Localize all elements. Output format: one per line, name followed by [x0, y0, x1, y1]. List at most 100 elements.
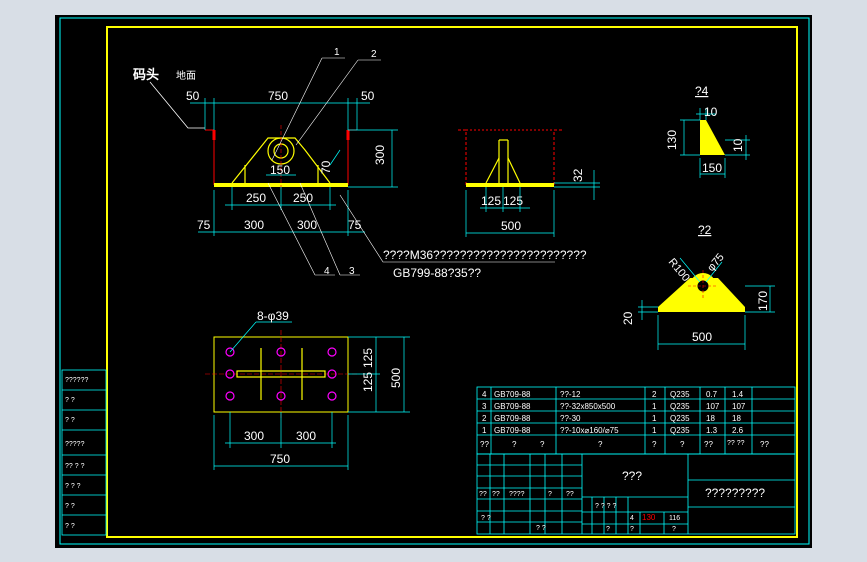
left-strip-text-5: ?? ? ?: [65, 463, 85, 470]
tb-small-4: ?: [672, 526, 676, 533]
bom-cell: 18: [732, 414, 741, 423]
left-strip-text-2: ? ?: [65, 397, 75, 404]
bom-table: [476, 386, 796, 455]
bom-cell: Q235: [670, 414, 690, 423]
scale-cell-3: 116: [669, 515, 680, 522]
bom-cell: 2.6: [732, 426, 744, 435]
bom-cell: GB709-88: [494, 402, 531, 411]
dim-height: 300: [373, 145, 387, 165]
callout-leaders: [267, 57, 555, 276]
bom-header-cell: ?? ??: [727, 440, 745, 447]
bom-cell: GB709-88: [494, 414, 531, 423]
side-lug: [485, 139, 521, 184]
plan-dim-r1: 125: [361, 348, 375, 368]
detail2-dim-base: 500: [692, 330, 712, 344]
bom-cell: Q235: [670, 426, 690, 435]
detail2-dim-left: 20: [621, 311, 635, 325]
outer-frame: [59, 17, 810, 545]
bom-cell: 4: [482, 390, 487, 399]
callout-2: 2: [371, 49, 377, 60]
bom-cell: ??-12: [560, 390, 581, 399]
bom-cell: 2: [482, 414, 487, 423]
plan-dim-b1: 300: [244, 429, 264, 443]
callout-4: 4: [324, 266, 330, 277]
plan-dim-height: 500: [389, 368, 403, 388]
plan-dimension-lines: [213, 321, 410, 470]
bom-cell: ??-30: [560, 414, 581, 423]
plan-bolt-holes: [225, 347, 337, 401]
callout-1: 1: [334, 47, 340, 58]
front-dimension-lines: [190, 98, 398, 236]
plan-lug: [236, 370, 326, 378]
tb-small-1: ? ? ? ?: [595, 503, 617, 510]
dim-w1: 250: [246, 191, 266, 205]
bom-header-cell: ?: [512, 440, 517, 449]
plan-dim-total: 750: [270, 452, 290, 466]
drawing-canvas: [55, 15, 812, 548]
bom-cell: GB709-88: [494, 390, 531, 399]
left-strip-text-1: ??????: [65, 377, 88, 384]
side-dim-w1: 125: [481, 194, 501, 208]
dim-b2: 300: [297, 218, 317, 232]
bom-header-cell: ??: [704, 440, 713, 449]
bom-cell: 1: [482, 426, 487, 435]
dim-top-mid: 750: [268, 89, 288, 103]
inner-frame: [106, 26, 798, 538]
bom-header-cell: ?: [680, 440, 685, 449]
bom-cell: 107: [706, 402, 720, 411]
bom-cell: 107: [732, 402, 746, 411]
plan-view: 8-φ39 125 125 500 300 300 750: [205, 309, 410, 470]
left-strip-text-4: ?????: [65, 441, 85, 448]
bom-cell: 2: [652, 390, 657, 399]
bom-cell: 0.7: [706, 390, 718, 399]
bom-cell: 1: [652, 402, 657, 411]
bom-header-cell: ?: [598, 440, 603, 449]
dim-rib: 70: [319, 160, 333, 174]
bom-row-3: 2 GB709-88 ??-30 1 Q235 18 18: [482, 414, 741, 423]
side-dimension-lines: [465, 170, 600, 237]
scale-cell-1: 4: [630, 515, 634, 522]
note-bolt-line2: GB799-88?35??: [393, 266, 481, 280]
tb-row-a-5: ??: [566, 491, 574, 498]
title-block: [476, 453, 796, 535]
bom-header-cell: ?: [652, 440, 657, 449]
bom-header-row: ?? ? ? ? ? ? ?? ?? ?? ??: [480, 440, 769, 449]
detail4-dim-right: 10: [731, 138, 745, 152]
tb-small-3: ?: [630, 526, 634, 533]
left-strip-text-8: ? ?: [65, 523, 75, 530]
dim-w2: 250: [293, 191, 313, 205]
tb-row-a-3: ????: [509, 491, 525, 498]
label-dock: 码头: [133, 67, 159, 82]
bom-header-cell: ??: [480, 440, 489, 449]
tb-small-2: ?: [606, 526, 610, 533]
dim-top-right: 50: [361, 89, 375, 103]
tb-row-a-2: ??: [492, 491, 500, 498]
bom-cell: GB709-88: [494, 426, 531, 435]
dim-top-left: 50: [186, 89, 200, 103]
bom-cell: 1: [652, 414, 657, 423]
side-view: 32 125 125 500: [458, 129, 600, 237]
bom-cell: Q235: [670, 390, 690, 399]
tb-row-a-4: ?: [548, 491, 552, 498]
side-dim-w2: 125: [503, 194, 523, 208]
side-dim-total: 500: [501, 219, 521, 233]
bom-cell: 1.4: [732, 390, 744, 399]
front-view: 码头 地面: [133, 47, 587, 280]
detail4-dim-top: 10: [704, 105, 718, 119]
bom-cell: 3: [482, 402, 487, 411]
bom-cell: Q235: [670, 402, 690, 411]
detail4-dim-base: 150: [702, 161, 722, 175]
bom-cell: 1.3: [706, 426, 718, 435]
tb-row-a-1: ??: [479, 491, 487, 498]
left-revision-strip: [61, 369, 107, 536]
tb-row-b-2: ? ?: [536, 525, 546, 532]
dim-b1: 300: [244, 218, 264, 232]
tb-row-b-1: ? ?: [481, 515, 491, 522]
detail2-dim-right: 170: [756, 291, 770, 311]
detail4-title: ?4: [695, 84, 709, 98]
bom-header-cell: ??: [760, 440, 769, 449]
detail2-title: ?2: [698, 223, 712, 237]
left-strip-text-6: ? ? ?: [65, 483, 81, 490]
note-bolt-line1: ????M36???????????????????????: [383, 248, 587, 262]
bom-cell: ??-10x⌀160/⌀75: [560, 426, 619, 435]
